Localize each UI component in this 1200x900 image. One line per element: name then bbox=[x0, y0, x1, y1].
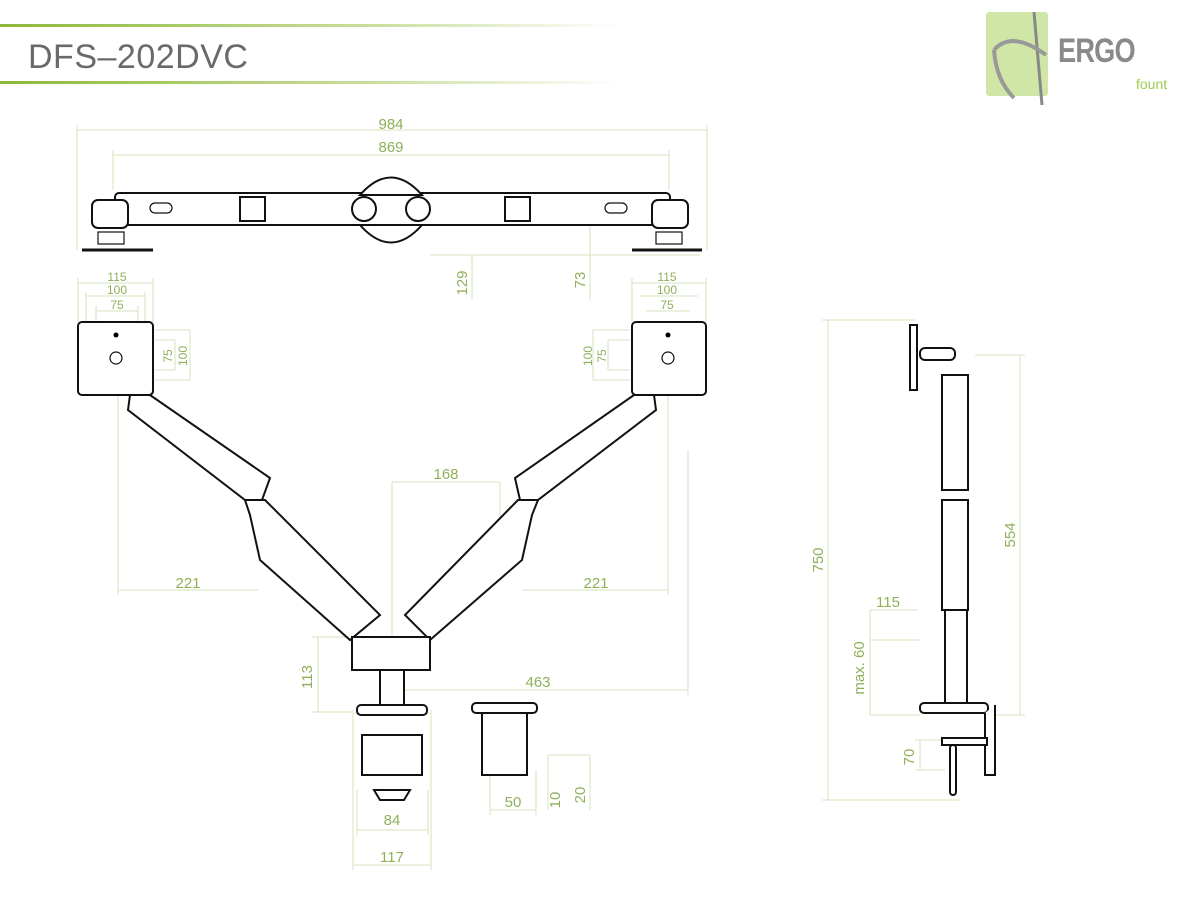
dim-vesa-right-v100: 100 bbox=[581, 346, 595, 366]
header-rule-bottom bbox=[0, 81, 620, 84]
top-view bbox=[82, 176, 702, 252]
dim-vesa-left-v75: 75 bbox=[161, 349, 175, 363]
dim-vesa-right-115: 115 bbox=[657, 270, 676, 284]
side-view bbox=[909, 324, 996, 796]
dim-50: 50 bbox=[505, 794, 522, 811]
dim-221-right: 221 bbox=[583, 575, 608, 592]
dim-221-left: 221 bbox=[175, 575, 200, 592]
dim-113: 113 bbox=[299, 665, 316, 689]
dim-side-115: 115 bbox=[876, 594, 900, 611]
logo-brand: ERGO bbox=[1058, 32, 1136, 70]
dim-129: 129 bbox=[454, 270, 471, 295]
dimension-labels: 984 869 129 73 115 100 75 75 100 115 100… bbox=[107, 116, 1019, 866]
dim-side-70: 70 bbox=[901, 749, 918, 766]
dim-vesa-right-100: 100 bbox=[657, 283, 677, 297]
dim-73: 73 bbox=[572, 272, 589, 289]
dim-20: 20 bbox=[572, 787, 589, 804]
dim-117: 117 bbox=[380, 849, 404, 866]
dim-vesa-right-75: 75 bbox=[660, 298, 674, 312]
dim-554: 554 bbox=[1002, 522, 1019, 547]
dim-vesa-left-115: 115 bbox=[107, 270, 126, 284]
ergofount-logo: ERGO fount bbox=[984, 10, 1184, 110]
dim-vesa-left-100: 100 bbox=[107, 283, 127, 297]
front-view bbox=[77, 321, 707, 801]
logo-sub: fount bbox=[1136, 76, 1168, 92]
dim-869: 869 bbox=[378, 139, 403, 156]
logo-swoosh-icon bbox=[992, 11, 1048, 106]
dim-vesa-right-v75: 75 bbox=[595, 349, 609, 363]
dim-vesa-left-75: 75 bbox=[110, 298, 124, 312]
dim-max-60: max. 60 bbox=[851, 641, 868, 694]
dim-10: 10 bbox=[547, 792, 564, 809]
dimension-lines bbox=[76, 125, 1025, 870]
dim-750: 750 bbox=[810, 547, 827, 572]
page-title: DFS–202DVC bbox=[28, 38, 249, 76]
dim-463: 463 bbox=[525, 674, 550, 691]
dim-84: 84 bbox=[384, 812, 401, 829]
dim-168: 168 bbox=[433, 466, 458, 483]
dim-984: 984 bbox=[378, 116, 403, 133]
header-rule-top bbox=[0, 24, 620, 27]
dim-vesa-left-v100: 100 bbox=[176, 346, 190, 366]
